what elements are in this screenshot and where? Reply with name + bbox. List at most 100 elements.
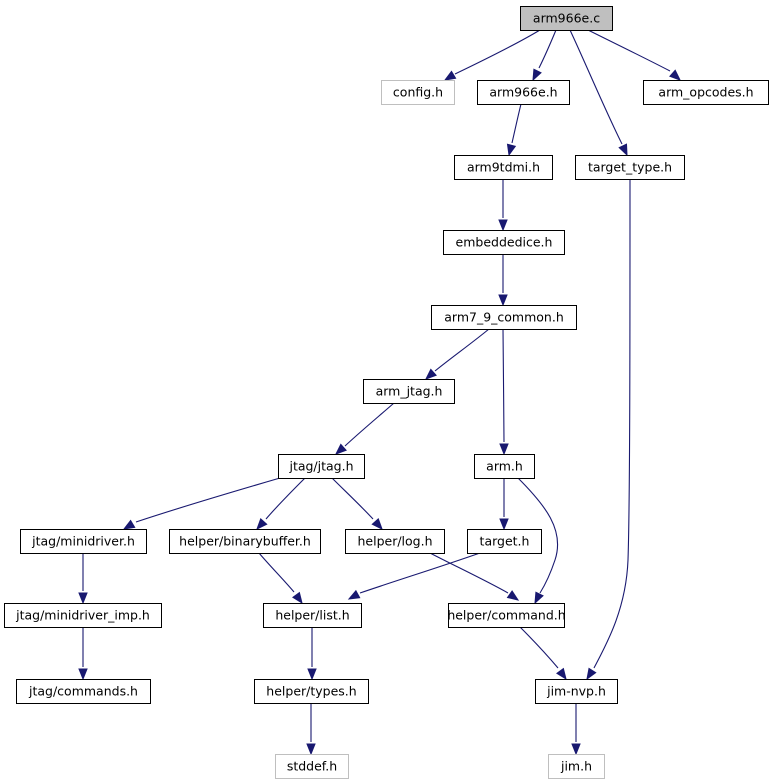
- node-label: jtag/jtag.h: [288, 459, 353, 474]
- node-helper-list-h[interactable]: helper/list.h: [263, 603, 362, 628]
- edge-jtag-minidriver-h-to-jtag-minidriver-imp-h: [78, 553, 88, 605]
- edge-helper-log-h-to-helper-command-h: [429, 552, 520, 601]
- arrowhead-icon: [532, 68, 542, 82]
- edge-jtag-jtag-h-to-helper-binarybuffer-h: [256, 477, 306, 531]
- node-label: jtag/minidriver.h: [31, 534, 135, 549]
- arrowhead-icon: [506, 143, 517, 157]
- node-box: [275, 754, 349, 779]
- node-box: [345, 529, 445, 554]
- node-box: [535, 679, 618, 704]
- edge-jim-nvp-h-to-jim-h: [571, 703, 581, 756]
- node-helper-log-h[interactable]: helper/log.h: [345, 529, 445, 554]
- node-embeddedice-h[interactable]: embeddedice.h: [443, 230, 565, 255]
- edge-line: [429, 552, 509, 594]
- node-box: [477, 80, 570, 105]
- node-box: [16, 679, 151, 704]
- node-box: [548, 754, 605, 779]
- node-jtag-jtag-h[interactable]: jtag/jtag.h: [278, 454, 365, 479]
- edge-line: [344, 402, 395, 447]
- node-target-type-h[interactable]: target_type.h: [575, 155, 685, 180]
- node-helper-binarybuffer-h[interactable]: helper/binarybuffer.h: [169, 529, 321, 554]
- node-label: arm.h: [486, 459, 523, 474]
- node-box: [363, 379, 455, 404]
- node-arm7-9-common-h[interactable]: arm7_9_common.h: [431, 305, 577, 330]
- arrowhead-icon: [506, 590, 520, 601]
- edge-jtag-jtag-h-to-helper-log-h: [331, 477, 383, 531]
- node-box: [575, 155, 685, 180]
- node-box: [381, 80, 455, 105]
- node-label: jim-nvp.h: [546, 684, 606, 699]
- node-label: arm_jtag.h: [376, 384, 443, 399]
- node-box: [520, 6, 613, 31]
- node-label: embeddedice.h: [456, 235, 553, 250]
- node-label: helper/list.h: [275, 608, 349, 623]
- node-arm966e-h[interactable]: arm966e.h: [477, 80, 570, 105]
- edge-target-type-h-to-jim-nvp-h: [586, 178, 631, 681]
- edge-line: [265, 477, 306, 520]
- node-arm9tdmi-h[interactable]: arm9tdmi.h: [454, 155, 553, 180]
- node-box: [443, 230, 565, 255]
- edge-helper-command-h-to-jim-nvp-h: [519, 626, 567, 681]
- node-label: arm_opcodes.h: [658, 85, 753, 100]
- edge-embeddedice-h-to-arm7-9-common-h: [498, 254, 508, 307]
- edge-helper-types-h-to-stddef-h: [306, 703, 316, 756]
- edge-line: [359, 552, 481, 594]
- edge-arm966e-c-to-target-type-h: [569, 29, 628, 157]
- edge-line: [511, 103, 522, 144]
- node-arm-h[interactable]: arm.h: [474, 454, 535, 479]
- node-box: [4, 603, 162, 628]
- node-jtag-minidriver-imp-h[interactable]: jtag/minidriver_imp.h: [4, 603, 162, 628]
- edge-jtag-minidriver-imp-h-to-jtag-commands-h: [78, 627, 88, 681]
- node-label: target_type.h: [588, 160, 672, 175]
- edge-line: [593, 178, 631, 669]
- node-jtag-commands-h[interactable]: jtag/commands.h: [16, 679, 151, 704]
- node-jim-h: jim.h: [548, 754, 605, 779]
- node-stddef-h: stddef.h: [275, 754, 349, 779]
- node-helper-command-h[interactable]: helper/command.h: [447, 603, 566, 628]
- node-label: helper/log.h: [357, 534, 432, 549]
- node-box: [448, 603, 565, 628]
- node-label: jim.h: [560, 759, 592, 774]
- node-arm966e-c[interactable]: arm966e.c: [520, 6, 613, 31]
- arrowhead-icon: [256, 518, 268, 531]
- arrowhead-icon: [443, 70, 457, 81]
- arrowhead-icon: [334, 443, 347, 455]
- edge-line: [258, 552, 295, 593]
- node-label: helper/types.h: [266, 684, 356, 699]
- edge-arm7-9-common-h-to-arm-jtag-h: [424, 328, 490, 380]
- node-arm-jtag-h[interactable]: arm_jtag.h: [363, 379, 455, 404]
- node-label: jtag/commands.h: [28, 684, 138, 699]
- node-arm-opcodes-h[interactable]: arm_opcodes.h: [643, 80, 769, 105]
- node-box: [643, 80, 769, 105]
- edge-line: [538, 29, 557, 69]
- arrowhead-icon: [499, 443, 509, 456]
- edge-line: [517, 477, 559, 594]
- node-label: arm7_9_common.h: [444, 310, 564, 325]
- arrowhead-icon: [306, 743, 316, 756]
- arrowhead-icon: [618, 143, 628, 157]
- edge-arm966e-c-to-config-h: [443, 29, 541, 81]
- arrowhead-icon: [371, 518, 383, 531]
- node-target-h[interactable]: target.h: [467, 529, 542, 554]
- edge-arm966e-h-to-arm9tdmi-h: [506, 103, 522, 157]
- arrowhead-icon: [498, 294, 508, 307]
- edge-arm-h-to-helper-command-h: [517, 477, 559, 605]
- node-label: stddef.h: [287, 759, 337, 774]
- edge-line: [587, 29, 671, 72]
- node-helper-types-h[interactable]: helper/types.h: [254, 679, 369, 704]
- edge-line: [434, 328, 490, 372]
- node-label: arm966e.h: [489, 85, 557, 100]
- node-label: arm9tdmi.h: [467, 160, 540, 175]
- arrowhead-icon: [307, 668, 317, 681]
- arrowhead-icon: [586, 667, 597, 681]
- arrowhead-icon: [78, 668, 88, 681]
- node-box: [467, 529, 542, 554]
- edge-arm-h-to-target-h: [499, 478, 509, 531]
- edge-line: [331, 477, 374, 520]
- arrowhead-icon: [571, 743, 581, 756]
- arrowhead-icon: [534, 591, 544, 605]
- node-jtag-minidriver-h[interactable]: jtag/minidriver.h: [20, 529, 147, 554]
- node-jim-nvp-h[interactable]: jim-nvp.h: [535, 679, 618, 704]
- arrowhead-icon: [498, 219, 508, 232]
